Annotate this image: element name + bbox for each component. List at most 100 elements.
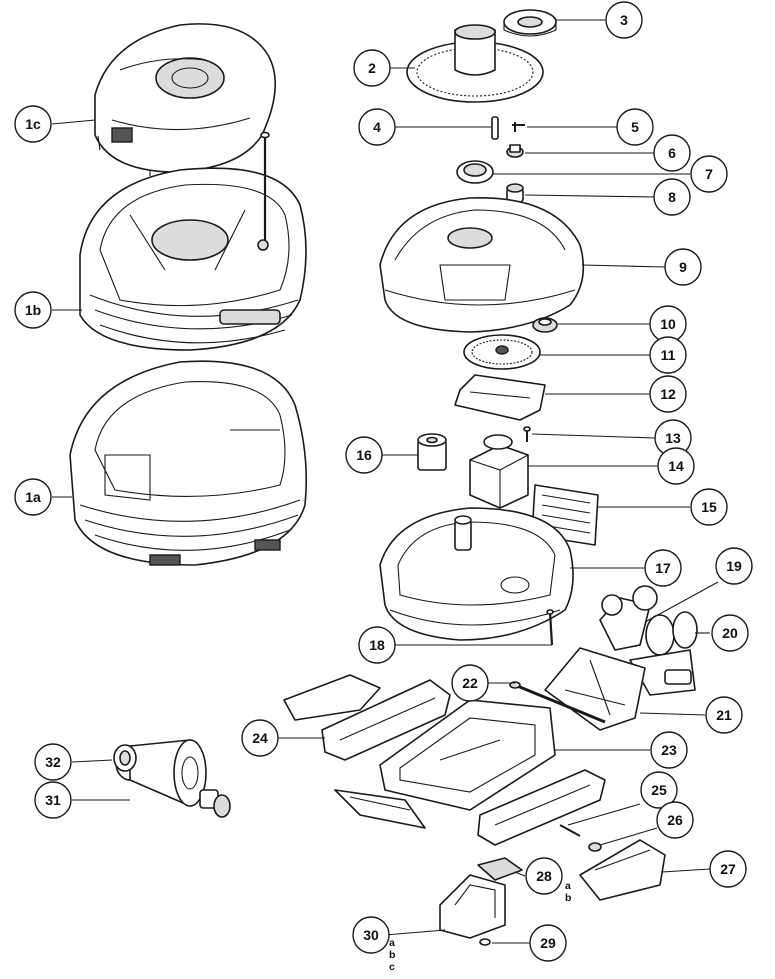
callout-circle — [14, 478, 52, 516]
callout-label: 2 — [368, 60, 376, 76]
callout-9: 9 — [664, 248, 702, 286]
callout-label: 26 — [667, 812, 683, 828]
callout-circle — [653, 178, 691, 216]
part-3-drive-gear — [503, 9, 557, 37]
part-21-intake-plate — [544, 647, 646, 731]
callout-circle — [640, 771, 678, 809]
callout-label: 10 — [660, 316, 676, 332]
leader-lines — [51, 19, 719, 944]
part-13-screw — [523, 426, 531, 442]
callout-15: 15 — [690, 488, 728, 526]
callout-7: 7 — [690, 155, 728, 193]
callout-label: 16 — [356, 447, 372, 463]
callout-20: 20 — [711, 614, 749, 652]
callout-circle — [649, 375, 687, 413]
callout-label: 21 — [716, 707, 732, 723]
part-12-gear-plate — [454, 374, 546, 421]
callout-label: 19 — [726, 558, 742, 574]
callout-label: 25 — [651, 782, 667, 798]
part-9-gearbox-cover — [379, 197, 585, 333]
part-2-main-gear — [406, 24, 544, 103]
callout-circle — [664, 248, 702, 286]
part-1a-bottom-housing — [69, 360, 308, 566]
callout-8: 8 — [653, 178, 691, 216]
callout-23: 23 — [650, 731, 688, 769]
callout-1a: 1a — [14, 478, 52, 516]
callout-label: 12 — [660, 386, 676, 402]
callout-circle — [715, 547, 753, 585]
callout-label: 31 — [45, 792, 61, 808]
callout-circle — [14, 291, 52, 329]
callout-label: 1a — [25, 489, 41, 505]
callout-circle — [650, 731, 688, 769]
callout-31: 31 — [34, 781, 72, 819]
callout-14: 14 — [657, 447, 695, 485]
callout-circle — [451, 664, 489, 702]
callout-label: 7 — [705, 166, 713, 182]
callout-label: 15 — [701, 499, 717, 515]
callout-label: 14 — [668, 458, 684, 474]
callout-circle — [352, 916, 390, 954]
callout-circle — [649, 336, 687, 374]
callout-circle — [644, 549, 682, 587]
part-23-base-frame — [379, 699, 556, 811]
part-5-clip — [512, 122, 525, 132]
callout-label: 28 — [536, 868, 552, 884]
callout-circle — [657, 447, 695, 485]
callout-circle — [711, 614, 749, 652]
callout-label: 27 — [720, 861, 736, 877]
callout-label: 1c — [25, 116, 41, 132]
part-28-variant-b: b — [565, 892, 571, 904]
part-17-chassis-tub — [379, 507, 574, 641]
callout-label: 30 — [363, 927, 379, 943]
part-20-wheel-assembly — [629, 611, 698, 696]
callout-4: 4 — [358, 108, 396, 146]
part-11-ring-gear — [463, 334, 541, 370]
part-4-pin — [491, 116, 499, 140]
part-28-variant-a: a — [565, 880, 571, 892]
part-24-side-pod — [283, 674, 451, 761]
callout-circle — [241, 719, 279, 757]
part-19-wheel-bracket — [599, 585, 658, 651]
part-10-gear — [532, 317, 558, 333]
callout-circle — [605, 1, 643, 39]
callout-28: 28 — [525, 857, 563, 895]
callout-label: 5 — [631, 119, 639, 135]
callout-3: 3 — [605, 1, 643, 39]
part-18-screw — [546, 609, 554, 646]
part-30-variant-c: c — [389, 961, 395, 973]
callout-circle — [690, 488, 728, 526]
callout-label: 23 — [661, 742, 677, 758]
callout-label: 9 — [679, 259, 687, 275]
callout-label: 18 — [369, 637, 385, 653]
callout-circle — [358, 626, 396, 664]
callout-label: 3 — [620, 12, 628, 28]
part-1b-mid-housing — [79, 167, 307, 351]
callout-29: 29 — [529, 924, 567, 962]
callout-circle — [616, 108, 654, 146]
part-30-variant-a: a — [389, 937, 395, 949]
callout-12: 12 — [649, 375, 687, 413]
part-28-latch — [477, 857, 523, 881]
callout-1b: 1b — [14, 291, 52, 329]
callout-circle — [358, 108, 396, 146]
callout-circle — [345, 436, 383, 474]
part-26-cap — [588, 842, 602, 852]
part-6-small-gear — [506, 144, 524, 158]
part-29-screw — [479, 938, 491, 946]
callout-30: 30 — [352, 916, 390, 954]
callout-label: 20 — [722, 625, 738, 641]
callout-1c: 1c — [14, 105, 52, 143]
part-30-variant-b: b — [389, 949, 395, 961]
callout-26: 26 — [656, 801, 694, 839]
callout-22: 22 — [451, 664, 489, 702]
callout-circle — [709, 850, 747, 888]
callout-21: 21 — [705, 696, 743, 734]
part-31-impeller-shaft — [115, 739, 231, 818]
callout-11: 11 — [649, 336, 687, 374]
callout-label: 6 — [668, 145, 676, 161]
callout-25: 25 — [640, 771, 678, 809]
callout-label: 32 — [45, 754, 61, 770]
